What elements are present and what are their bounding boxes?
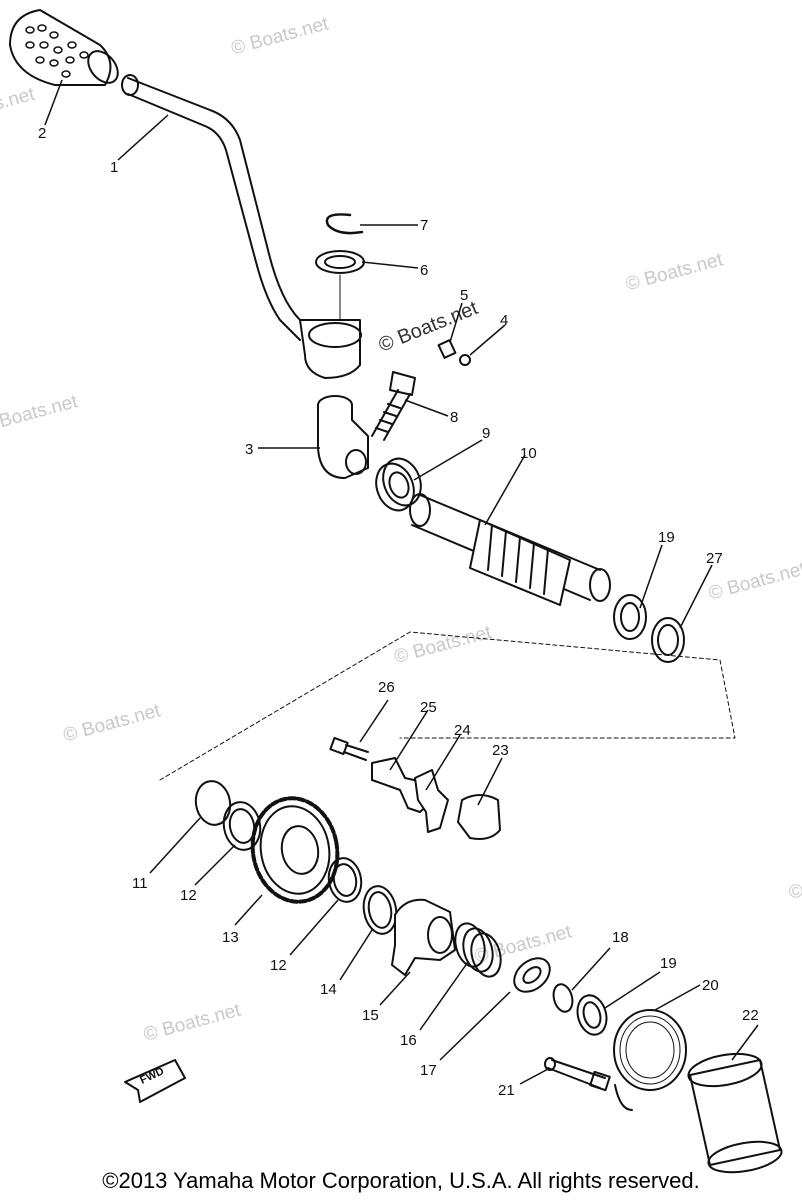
callout-13: 13 xyxy=(222,929,239,946)
part-cover-22 xyxy=(687,1052,783,1174)
part-kick-lever xyxy=(121,74,362,379)
part-boss xyxy=(317,395,369,479)
part-oil-seal xyxy=(375,457,422,512)
watermark: © Boats.net xyxy=(624,249,726,295)
callout-20: 20 xyxy=(702,977,719,994)
callout-19a: 19 xyxy=(658,529,675,546)
callout-12a: 12 xyxy=(180,887,197,904)
callout-18: 18 xyxy=(612,929,629,946)
callouts: 2 1 7 6 5 4 8 3 9 10 19 27 26 25 24 23 1… xyxy=(38,125,759,1099)
callout-7: 7 xyxy=(420,217,428,234)
watermark: © Boats.net xyxy=(0,391,81,437)
callout-23: 23 xyxy=(492,742,509,759)
watermark: © Boats.net xyxy=(392,622,494,668)
callout-4: 4 xyxy=(500,312,508,329)
callout-17: 17 xyxy=(420,1062,437,1079)
callout-5: 5 xyxy=(460,287,468,304)
part-ball xyxy=(459,354,471,366)
watermark: © Boats.net xyxy=(229,13,331,59)
callout-3: 3 xyxy=(245,441,253,458)
callout-19b: 19 xyxy=(660,955,677,972)
callout-26: 26 xyxy=(378,679,395,696)
part-bolt-26 xyxy=(329,736,369,761)
part-bolt xyxy=(371,371,416,441)
part-washer-12b xyxy=(327,857,363,903)
part-plate-23 xyxy=(457,794,501,840)
watermark: © Boats.net xyxy=(0,84,38,130)
part-washer-14 xyxy=(362,885,398,935)
part-gear-13 xyxy=(250,796,340,904)
callout-2: 2 xyxy=(38,125,46,142)
part-washer-12a xyxy=(222,801,262,851)
part-set-screw xyxy=(437,339,457,359)
part-spring-16 xyxy=(454,922,502,978)
part-clip xyxy=(325,213,364,235)
callout-15: 15 xyxy=(362,1007,379,1024)
callout-9: 9 xyxy=(482,425,490,442)
callout-25: 25 xyxy=(420,699,437,716)
part-washer-19b xyxy=(576,994,608,1036)
part-kick-shaft xyxy=(409,493,611,606)
part-grip xyxy=(9,9,119,86)
callout-21: 21 xyxy=(498,1082,515,1099)
callout-10: 10 xyxy=(520,445,537,462)
callout-8: 8 xyxy=(450,409,458,426)
watermark: © Boats.net xyxy=(141,999,243,1045)
part-plate-24 xyxy=(414,769,449,833)
leader-lines xyxy=(44,79,759,1085)
callout-27: 27 xyxy=(706,550,723,567)
part-washer-17 xyxy=(513,957,551,993)
part-washer-19a xyxy=(613,594,647,640)
callout-22: 22 xyxy=(742,1007,759,1024)
callout-11: 11 xyxy=(132,875,148,892)
callout-16: 16 xyxy=(400,1032,417,1049)
part-washer xyxy=(315,250,365,274)
part-circlip-11 xyxy=(194,780,232,826)
part-pin-21 xyxy=(544,1057,611,1092)
watermark: © Boats.net xyxy=(787,858,802,904)
callout-24: 24 xyxy=(454,722,471,739)
callout-1: 1 xyxy=(110,159,118,176)
callout-6: 6 xyxy=(420,262,428,279)
part-ratchet-15 xyxy=(391,898,456,976)
watermark-center: © Boats.net xyxy=(376,297,482,357)
fwd-arrow-icon xyxy=(124,1059,186,1103)
callout-14: 14 xyxy=(320,981,337,998)
watermark: © Boats.net xyxy=(472,921,574,967)
watermark: © Boats.net xyxy=(61,700,163,746)
assembly-guide xyxy=(159,631,736,781)
copyright-notice: ©2013 Yamaha Motor Corporation, U.S.A. A… xyxy=(102,1168,700,1193)
part-circlip-18 xyxy=(552,983,574,1013)
callout-12b: 12 xyxy=(270,957,287,974)
part-torsion-spring-20 xyxy=(613,1009,687,1111)
